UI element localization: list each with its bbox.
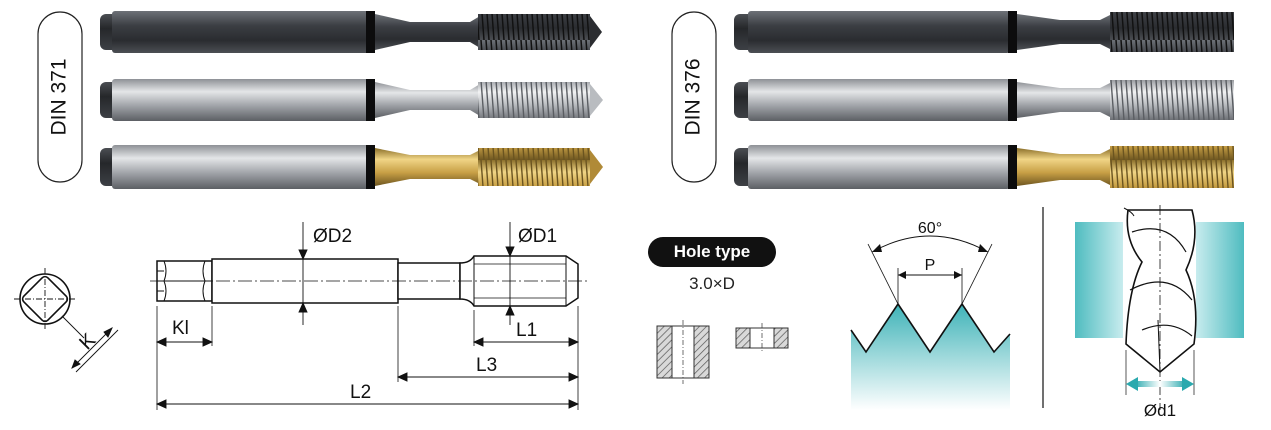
l1-label: L1 xyxy=(516,320,537,341)
l3-dimension xyxy=(396,372,580,382)
tap-din371-tin xyxy=(100,145,603,189)
din-371-label: DIN 371 xyxy=(37,11,83,183)
thread-profile xyxy=(850,235,1011,410)
drill-diameter-label: Ød1 xyxy=(1144,401,1176,420)
tap-din376-tin xyxy=(734,145,1234,189)
tap-din376-bright xyxy=(734,79,1234,121)
l2-dimension xyxy=(155,399,580,409)
drill-in-hole xyxy=(1075,205,1244,410)
extension-lines xyxy=(156,306,579,410)
tap-din376-dark xyxy=(734,11,1234,53)
din-371-text: DIN 371 xyxy=(48,58,71,135)
hole-depth-ratio: 3.0×D xyxy=(689,274,735,293)
hole-type-badge: Hole type xyxy=(648,237,776,267)
short-hole-icon xyxy=(735,323,789,353)
d2-label: ØD2 xyxy=(313,226,352,247)
kl-label: Kl xyxy=(172,318,189,339)
through-hole-icon xyxy=(656,320,710,384)
kl-dimension xyxy=(155,337,214,347)
k-dimension xyxy=(71,327,113,369)
l1-dimension xyxy=(472,337,580,347)
tap-din371-dark xyxy=(100,11,602,53)
l2-label: L2 xyxy=(350,382,371,403)
din-376-label: DIN 376 xyxy=(671,11,717,183)
thread-angle-label: 60° xyxy=(918,220,942,237)
tap-din371-bright xyxy=(100,79,603,121)
din-376-text: DIN 376 xyxy=(682,58,705,135)
square-shank-section xyxy=(14,268,119,373)
d2-dimension xyxy=(298,222,308,325)
thread-pitch-label: P xyxy=(925,257,936,274)
l3-label: L3 xyxy=(476,355,497,376)
d1-dimension xyxy=(505,222,515,325)
d1-label: ØD1 xyxy=(518,226,557,247)
